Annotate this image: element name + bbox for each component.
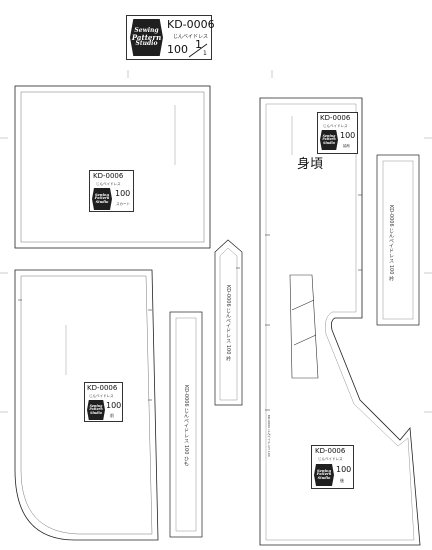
skirt-part: スカート — [116, 202, 130, 206]
logo-text: Sewing — [322, 134, 336, 139]
fraction-slash — [188, 43, 208, 58]
front-code: KD-0006 — [87, 384, 118, 392]
logo-text: Sewing — [89, 404, 103, 409]
back-code: KD-0006 — [315, 447, 346, 455]
skirt-logo: Sewing Pattern Studio — [92, 188, 112, 210]
sleeve-logo: Sewing Pattern Studio — [320, 130, 338, 150]
pattern-code: KD-0006 — [167, 18, 215, 31]
logo-text: Pattern — [94, 196, 110, 201]
logo-line-2: Pattern — [131, 33, 162, 42]
logo-text: Sewing — [94, 192, 110, 197]
sleeve-label: KD-0006 じんベイドレス Sewing Pattern Studio 10… — [317, 112, 358, 154]
size-number: 100 — [167, 43, 188, 56]
logo-text: Pattern — [89, 407, 103, 412]
back-size: 100 — [336, 465, 352, 474]
skirt-code: KD-0006 — [93, 172, 124, 180]
back-logo: Sewing Pattern Studio — [314, 464, 334, 486]
sleeve-part: 袖布 — [343, 144, 350, 148]
logo-line-3: Studio — [135, 40, 158, 47]
sleeve-subtitle: じんベイドレス — [323, 124, 348, 128]
front-logo: Sewing Pattern Studio — [87, 400, 105, 420]
strip-piece-1 — [169, 311, 203, 538]
skirt-subtitle: じんベイドレス — [96, 182, 121, 186]
brand-logo: Sewing Pattern Studio — [130, 19, 163, 56]
back-label: KD-0006 じんベイドレス Sewing Pattern Studio 10… — [311, 445, 354, 489]
page-total: 1 — [203, 50, 207, 57]
logo-text: Sewing — [316, 468, 332, 473]
skirt-size: 100 — [115, 189, 131, 198]
sleeve-size: 100 — [340, 131, 356, 140]
strip-label-2: KD-0006 じんベイドレス 100 衿 — [225, 285, 231, 361]
header-label: Sewing Pattern Studio KD-0006 じんベイドレス 10… — [126, 15, 215, 60]
logo-text: Studio — [323, 140, 335, 145]
back-subtitle: じんベイドレス — [318, 457, 343, 461]
strip-label-3: KD-0006 じんベイドレス 100 衿 — [388, 205, 394, 281]
front-size: 100 — [106, 401, 122, 410]
front-label: KD-0006 じんベイドレス Sewing Pattern Studio 10… — [84, 382, 123, 422]
skirt-label: KD-0006 じんベイドレス Sewing Pattern Studio 10… — [89, 170, 134, 212]
logo-text: Studio — [90, 410, 102, 415]
skirt-piece — [14, 85, 211, 249]
pattern-subtitle: じんベイドレス — [173, 34, 209, 40]
strip-piece-2 — [214, 239, 243, 406]
piece-name-body: 身頃 — [297, 157, 324, 172]
logo-text: Studio — [317, 475, 331, 480]
page-number: 1 — [195, 38, 202, 51]
front-part: 前 — [110, 413, 114, 418]
sleeve-code: KD-0006 — [320, 114, 351, 122]
strip-label-4: KD-0006 じんベイドレス 100 — [267, 415, 271, 457]
strip-label-1: KD-0006 じんベイドレス 100 ひも — [183, 385, 189, 466]
front-piece — [14, 269, 159, 541]
pocket-piece — [289, 274, 319, 379]
logo-text: Studio — [95, 199, 109, 204]
logo-text: Pattern — [316, 472, 332, 477]
strip-piece-3 — [376, 154, 420, 326]
body-piece — [259, 97, 421, 546]
logo-line-1: Sewing — [134, 27, 159, 34]
back-part: 後 — [340, 478, 344, 483]
front-subtitle: じんベイドレス — [89, 394, 114, 398]
logo-text: Pattern — [322, 137, 336, 142]
